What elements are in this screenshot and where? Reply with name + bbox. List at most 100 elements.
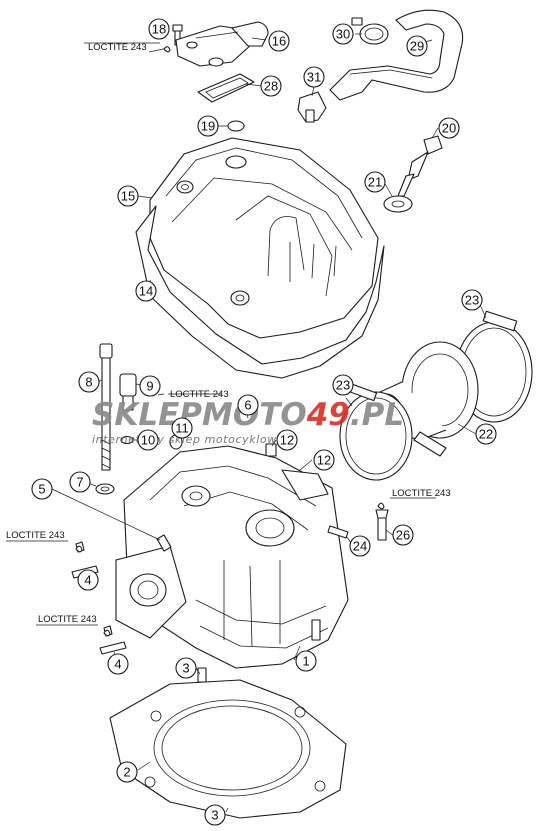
hose-29	[329, 9, 464, 101]
callout-9: 9	[139, 375, 161, 397]
watermark: SKLEPMOTO49.PL internetowy sklep motocyk…	[92, 397, 404, 446]
svg-text:4: 4	[114, 657, 121, 672]
svg-text:21: 21	[368, 175, 382, 190]
svg-text:10: 10	[141, 433, 155, 448]
callout-6: 6	[237, 394, 259, 416]
callout-23-lower: 23	[332, 374, 354, 396]
svg-text:2: 2	[123, 765, 130, 780]
svg-text:31: 31	[307, 70, 321, 85]
svg-text:29: 29	[410, 39, 424, 54]
callout-26: 26	[392, 524, 414, 546]
svg-text:6: 6	[244, 398, 251, 413]
sensor-9	[119, 373, 137, 411]
head-gasket-2	[109, 679, 347, 819]
callout-30: 30	[332, 23, 354, 45]
callout-19: 19	[197, 115, 219, 137]
thermostat-housing-16	[175, 21, 269, 67]
callout-15: 15	[117, 185, 139, 207]
svg-text:3: 3	[211, 808, 218, 823]
bolt-20	[397, 135, 443, 197]
svg-text:5: 5	[38, 482, 45, 497]
cylinder-head-1	[115, 445, 349, 669]
callout-20: 20	[438, 117, 460, 139]
svg-text:30: 30	[336, 27, 350, 42]
callout-24: 24	[349, 535, 371, 557]
callout-16: 16	[268, 30, 290, 52]
o-ring-19	[227, 120, 245, 132]
callout-28: 28	[260, 75, 282, 97]
loctite-label: LOCTITE 243	[6, 530, 65, 541]
callout-23-upper: 23	[461, 289, 483, 311]
stud-24	[327, 525, 349, 539]
callout-12-lower: 12	[313, 449, 335, 471]
callout-29: 29	[406, 35, 428, 57]
loctite-drop-icon	[377, 502, 385, 510]
svg-text:18: 18	[152, 22, 166, 37]
watermark-brand: SKLEPMOTO49.PL	[92, 397, 404, 433]
stud-26	[375, 509, 389, 541]
watermark-brand-right: .PL	[350, 397, 404, 433]
svg-text:11: 11	[175, 421, 189, 436]
hose-clamp-30	[351, 17, 389, 45]
callout-2: 2	[116, 761, 138, 783]
stud-5	[156, 534, 172, 552]
sensor-31	[297, 91, 327, 123]
callout-21: 21	[364, 171, 386, 193]
svg-text:24: 24	[353, 539, 367, 554]
callout-3-upper: 3	[175, 657, 197, 679]
callout-22: 22	[475, 423, 497, 445]
loctite-drop-icon	[163, 46, 171, 53]
loctite-label: LOCTITE 243	[38, 614, 97, 625]
callout-4-upper: 4	[77, 569, 99, 591]
svg-text:1: 1	[302, 654, 309, 669]
svg-text:23: 23	[465, 293, 479, 308]
valve-cover-gasket-14	[135, 205, 385, 379]
svg-text:14: 14	[139, 284, 153, 299]
svg-text:19: 19	[201, 119, 215, 134]
nut-12	[265, 443, 277, 457]
gasket-28	[197, 73, 255, 103]
callout-7: 7	[69, 471, 91, 493]
callout-1: 1	[295, 650, 317, 672]
svg-text:9: 9	[146, 379, 153, 394]
callout-31: 31	[303, 66, 325, 88]
loctite-label: LOCTITE 243	[392, 488, 451, 499]
stud-4-lower	[99, 625, 127, 655]
svg-text:3: 3	[182, 661, 189, 676]
valve-cover-15	[149, 137, 379, 339]
loctite-label: LOCTITE 243	[170, 389, 229, 400]
svg-text:8: 8	[85, 375, 92, 390]
bolt-8	[99, 343, 113, 471]
washer-7	[95, 483, 115, 495]
svg-text:15: 15	[121, 189, 135, 204]
callout-10: 10	[137, 429, 159, 451]
watermark-brand-left: SKLEPMOTO	[92, 397, 307, 433]
grommet-21	[383, 195, 413, 213]
svg-text:4: 4	[84, 573, 91, 588]
svg-text:12: 12	[280, 433, 294, 448]
svg-text:22: 22	[479, 427, 493, 442]
callout-12-upper: 12	[276, 429, 298, 451]
loctite-drop-icon	[103, 629, 111, 637]
callout-3-lower: 3	[204, 804, 226, 826]
loctite-labels: LOCTITE 243 LOCTITE 243 LOCTITE 243 LOCT…	[6, 42, 451, 637]
loctite-drop-icon	[75, 545, 83, 553]
svg-text:20: 20	[442, 121, 456, 136]
watermark-brand-digits: 49	[306, 397, 350, 433]
dowel-pin-3-upper	[197, 667, 207, 683]
callout-4-lower: 4	[107, 653, 129, 675]
svg-text:28: 28	[264, 79, 278, 94]
svg-text:7: 7	[76, 475, 83, 490]
loctite-label: LOCTITE 243	[88, 42, 147, 53]
callout-18: 18	[148, 18, 170, 40]
callout-14: 14	[135, 280, 157, 302]
hose-clamp-23-lower	[339, 383, 413, 481]
callout-5: 5	[31, 478, 53, 500]
callouts: 18 16 30 29 28 31 19 20 15 21 14 23 8 9 …	[31, 18, 497, 826]
svg-text:26: 26	[396, 528, 410, 543]
callout-11: 11	[171, 417, 193, 439]
callout-8: 8	[78, 371, 100, 393]
svg-text:12: 12	[317, 453, 331, 468]
